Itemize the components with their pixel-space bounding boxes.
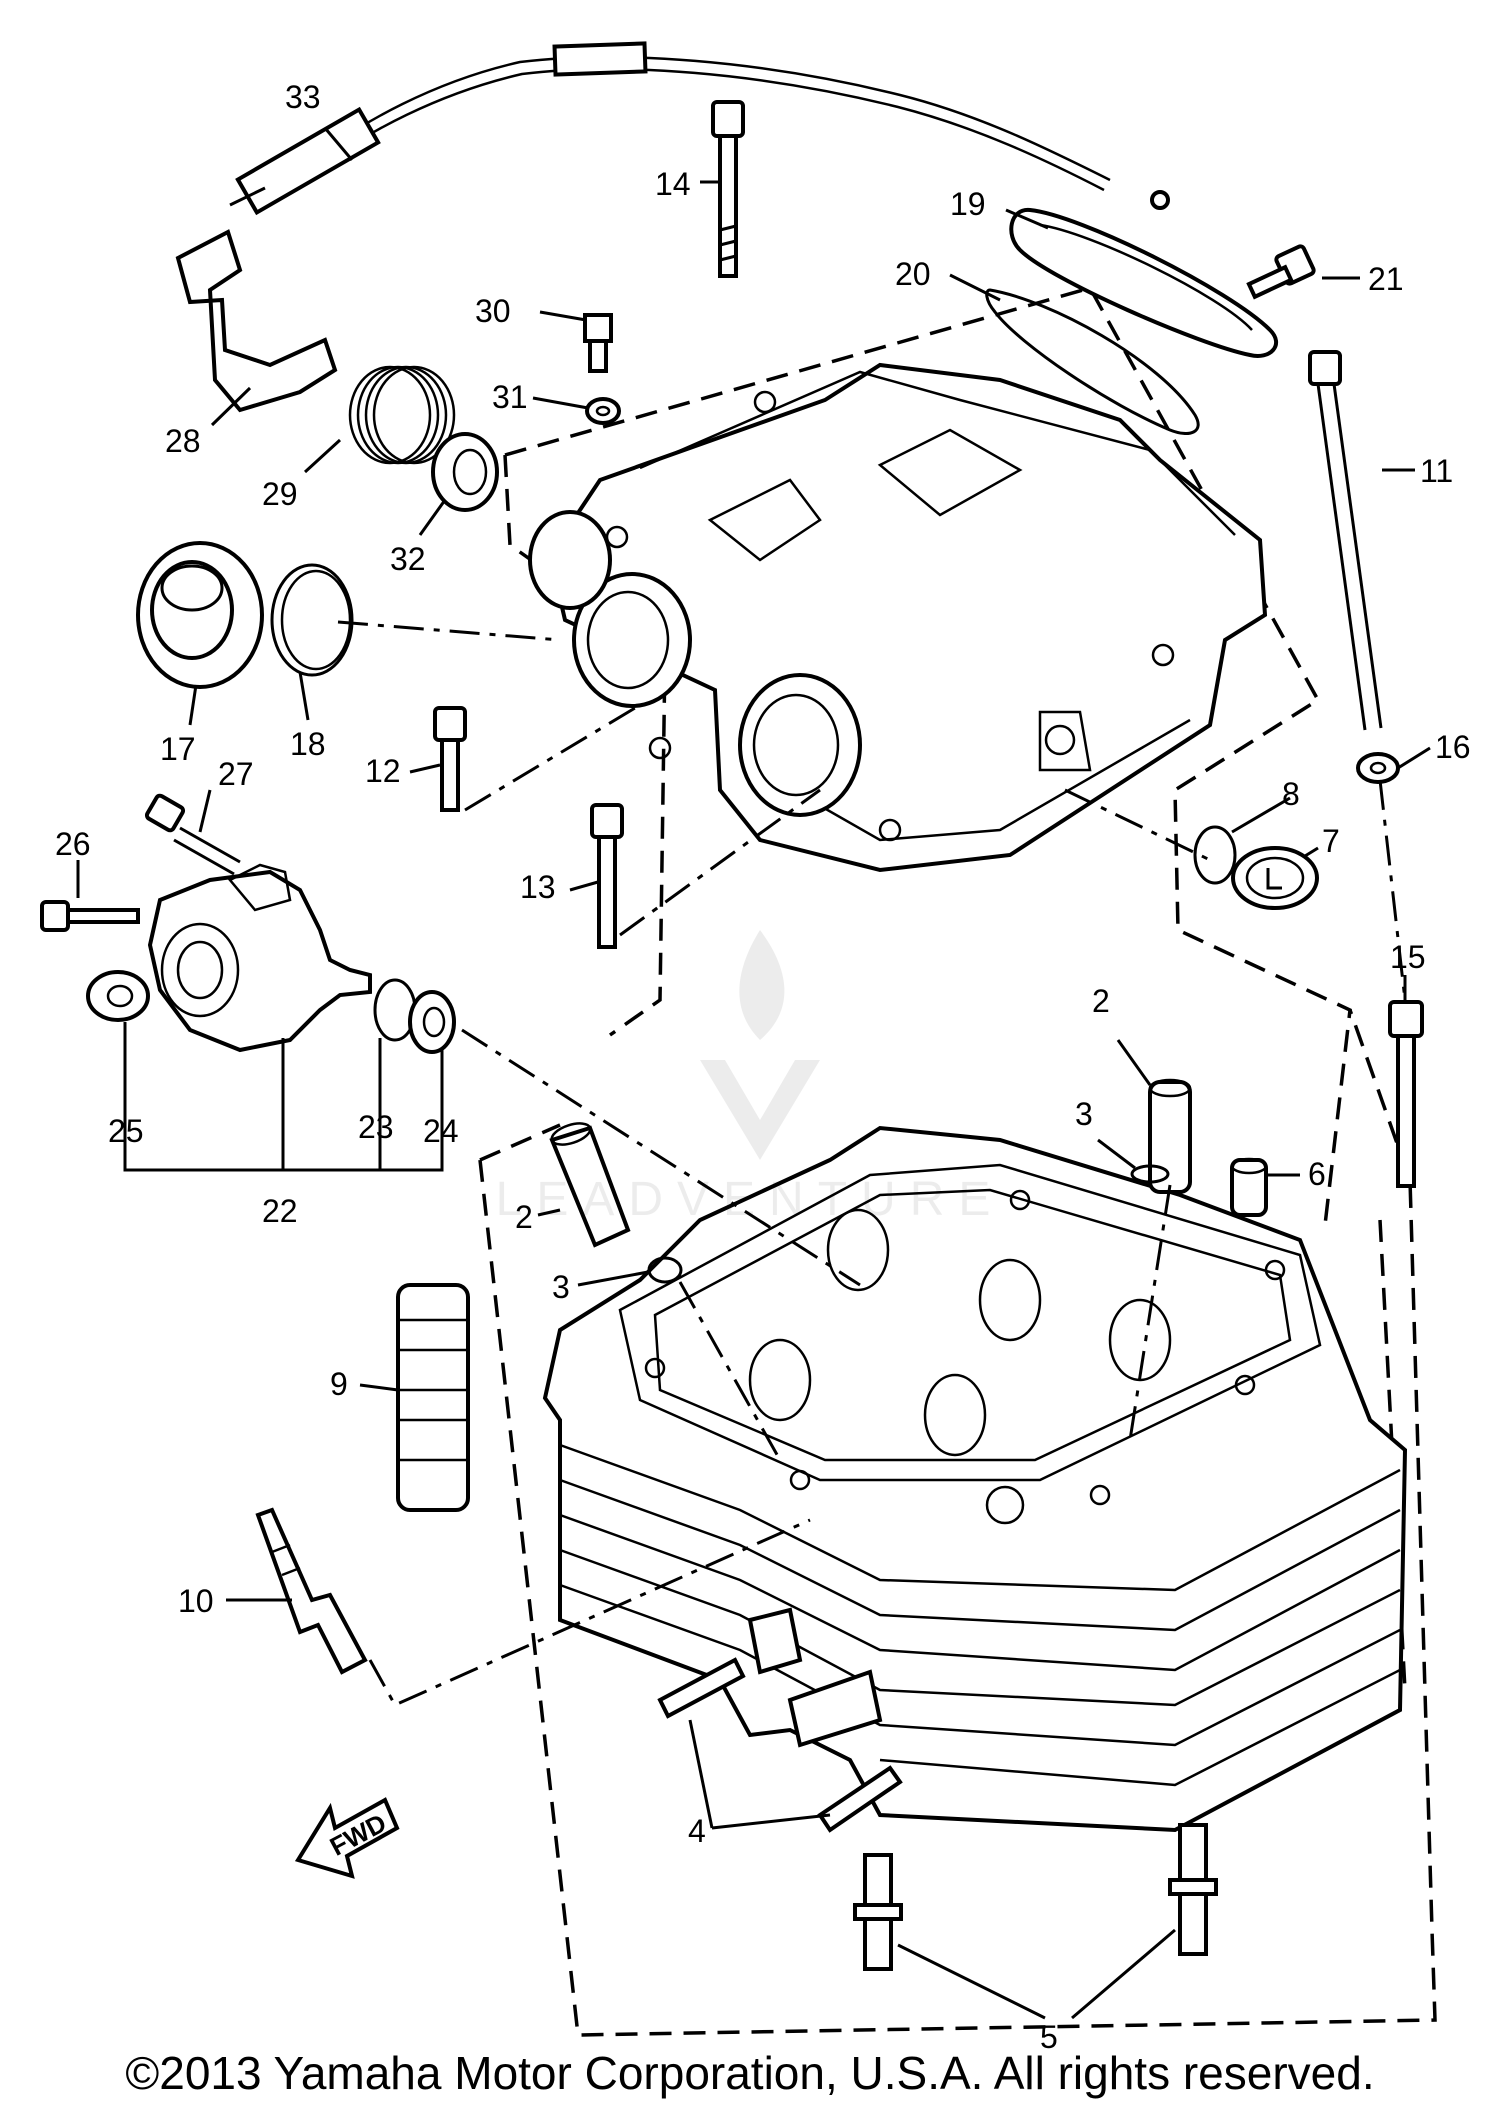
callout-33: 33 [285, 79, 321, 115]
callout-2-right: 2 [1092, 983, 1110, 1019]
bolt-21 [1246, 244, 1316, 300]
leader-lines [76, 127, 1431, 2020]
bolt-11 [1308, 350, 1383, 731]
callout-14: 14 [655, 166, 691, 202]
spark-plug-10 [255, 1507, 368, 1675]
callout-7: 7 [1322, 823, 1340, 859]
callout-16: 16 [1435, 729, 1471, 765]
plug-6 [1230, 1157, 1268, 1217]
callout-19: 19 [950, 186, 986, 222]
callout-4: 4 [688, 1813, 706, 1849]
bolt-14 [711, 100, 745, 278]
callout-22: 22 [262, 1193, 298, 1229]
stud-4-upper [657, 1657, 746, 1719]
callout-9: 9 [330, 1366, 348, 1402]
stud-bolt-5-left [853, 1853, 903, 1971]
watermark-logo [700, 930, 820, 1160]
washer-16 [1356, 752, 1400, 784]
stud-bolt-5-right [1168, 1823, 1218, 1956]
valve-guide-2-right [1148, 1078, 1192, 1194]
o-ring-8 [1193, 825, 1237, 885]
decompression-lever-28 [175, 229, 338, 413]
forward-arrow: FWD [294, 1797, 400, 1879]
oil-seal-32 [431, 432, 499, 512]
watermark-text: LEADVENTURE [495, 1173, 1005, 1226]
circlip-3-left [647, 1256, 683, 1284]
callout-30: 30 [475, 293, 511, 329]
stud-4-lower [817, 1765, 903, 1833]
gasket-20 [985, 288, 1200, 435]
callout-3-right: 3 [1075, 1096, 1093, 1132]
copyright-notice: ©2013 Yamaha Motor Corporation, U.S.A. A… [125, 2047, 1375, 2099]
seal-24 [408, 990, 456, 1054]
spring-29 [348, 365, 456, 465]
callout-3-left: 3 [552, 1269, 570, 1305]
callout-15: 15 [1390, 939, 1426, 975]
callout-10: 10 [178, 1583, 214, 1619]
callout-6: 6 [1308, 1156, 1326, 1192]
callout-17: 17 [160, 731, 196, 767]
callout-31: 31 [492, 379, 528, 415]
head-cover [528, 362, 1268, 873]
bolt-15 [1388, 1000, 1424, 1188]
callout-13: 13 [520, 869, 556, 905]
circlip-3-right [1130, 1164, 1170, 1184]
callout-25: 25 [108, 1113, 144, 1149]
washer-25 [86, 970, 150, 1022]
washer-31 [585, 397, 621, 425]
callout-26: 26 [55, 826, 91, 862]
insulator-9 [396, 1283, 470, 1512]
callout-24: 24 [423, 1113, 459, 1149]
bolt-13 [590, 803, 624, 949]
callout-20: 20 [895, 256, 931, 292]
valve-cover-19 [1009, 207, 1279, 358]
callout-12: 12 [365, 753, 401, 789]
bolt-30 [583, 313, 613, 373]
cable-33 [229, 41, 1170, 216]
callout-11: 11 [1420, 453, 1453, 489]
plug-7 [1231, 846, 1319, 910]
reference-lines [337, 620, 1407, 1707]
callout-8: 8 [1282, 776, 1300, 812]
cap-17 [136, 541, 264, 689]
oil-pump [147, 863, 372, 1053]
callout-5: 5 [1040, 2019, 1058, 2055]
callout-28: 28 [165, 423, 201, 459]
callout-32: 32 [390, 541, 426, 577]
bolt-26 [40, 900, 140, 932]
bolt-12 [433, 706, 467, 812]
o-ring-18 [270, 563, 354, 677]
valve-guide-2-left [549, 1122, 631, 1248]
callout-23: 23 [358, 1109, 394, 1145]
bolt-27 [144, 793, 241, 876]
lower-assembly-outline [478, 1009, 1437, 2037]
callout-29: 29 [262, 476, 298, 512]
callout-21: 21 [1368, 261, 1404, 297]
callout-27: 27 [218, 756, 254, 792]
cylinder-head [542, 1125, 1408, 1833]
callout-labels: 33 14 19 20 21 30 31 28 29 32 11 17 18 1… [55, 79, 1471, 2055]
callout-18: 18 [290, 726, 326, 762]
callout-2-left: 2 [515, 1199, 533, 1235]
